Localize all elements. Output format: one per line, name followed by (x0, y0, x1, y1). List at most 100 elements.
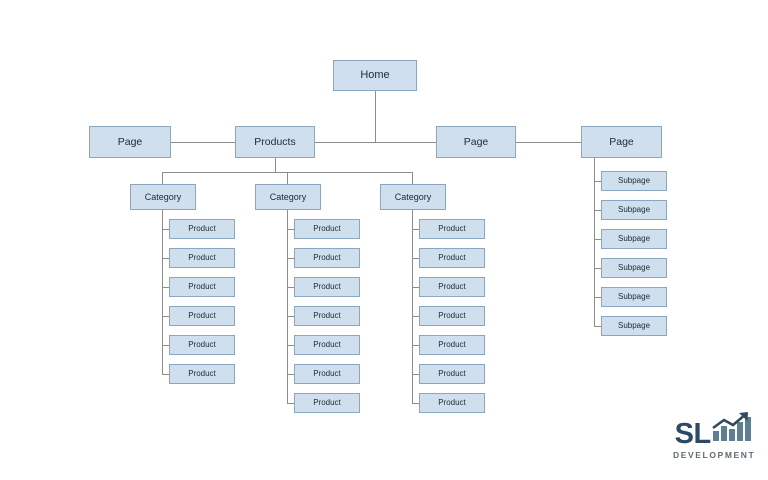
node-product[interactable]: Product (419, 306, 485, 326)
node-product[interactable]: Product (419, 248, 485, 268)
edge-category-drop-3 (412, 172, 413, 184)
node-subpage[interactable]: Subpage (601, 258, 667, 278)
node-product[interactable]: Product (294, 306, 360, 326)
edge-product-stub-1-5 (162, 345, 169, 346)
node-label: Product (438, 311, 466, 320)
edge-product-stub-1-6 (162, 374, 169, 375)
edge-product-stub-3-5 (412, 345, 419, 346)
logo-wordmark: DEVELOPMENT (673, 450, 756, 460)
node-label: Page (463, 135, 489, 148)
node-product[interactable]: Product (169, 277, 235, 297)
edge-level2-bus (170, 142, 586, 143)
edge-category-drop-1 (162, 172, 163, 184)
node-product[interactable]: Product (169, 306, 235, 326)
node-category-3[interactable]: Category (380, 184, 446, 210)
node-subpage[interactable]: Subpage (601, 316, 667, 336)
node-label: Page (117, 135, 143, 148)
edge-subpage-stub-6 (594, 326, 601, 327)
node-label: Subpage (617, 205, 651, 214)
node-label: Product (313, 369, 341, 378)
node-product[interactable]: Product (419, 364, 485, 384)
node-label: Product (313, 282, 341, 291)
node-product[interactable]: Product (169, 219, 235, 239)
node-label: Subpage (617, 234, 651, 243)
logo: SL DEVELOPMENT (673, 412, 756, 460)
node-label: Home (360, 69, 390, 81)
edge-product-stub-2-2 (287, 258, 294, 259)
node-label: Product (438, 398, 466, 407)
node-product[interactable]: Product (294, 364, 360, 384)
node-label: Category (394, 191, 432, 202)
node-product[interactable]: Product (169, 335, 235, 355)
edge-product-spine-1 (162, 210, 163, 374)
node-category-1[interactable]: Category (130, 184, 196, 210)
node-label: Product (438, 224, 466, 233)
edge-product-stub-2-1 (287, 229, 294, 230)
node-label: Product (438, 253, 466, 262)
edge-product-stub-3-3 (412, 287, 419, 288)
edge-subpage-stub-4 (594, 268, 601, 269)
node-product[interactable]: Product (419, 335, 485, 355)
node-product[interactable]: Product (294, 248, 360, 268)
node-label: Subpage (617, 292, 651, 301)
node-product[interactable]: Product (419, 277, 485, 297)
edge-product-stub-3-4 (412, 316, 419, 317)
edge-product-spine-2 (287, 210, 288, 403)
node-label: Product (438, 282, 466, 291)
edge-product-stub-2-3 (287, 287, 294, 288)
edge-product-stub-1-3 (162, 287, 169, 288)
edge-home-stem (375, 90, 376, 142)
node-label: Product (313, 311, 341, 320)
node-label: Product (188, 282, 216, 291)
edge-subpage-stub-1 (594, 181, 601, 182)
edge-product-stub-3-2 (412, 258, 419, 259)
node-label: Product (188, 340, 216, 349)
edge-product-stub-2-6 (287, 374, 294, 375)
node-label: Product (313, 224, 341, 233)
edge-product-stub-3-6 (412, 374, 419, 375)
node-label: Product (188, 224, 216, 233)
node-label: Product (188, 253, 216, 262)
node-product[interactable]: Product (294, 335, 360, 355)
edge-category-drop-2 (287, 172, 288, 184)
node-home[interactable]: Home (333, 60, 417, 91)
node-label: Product (188, 369, 216, 378)
node-label: Subpage (617, 263, 651, 272)
node-products[interactable]: Products (235, 126, 315, 158)
edge-products-stem (275, 158, 276, 172)
node-label: Product (313, 253, 341, 262)
node-label: Category (269, 191, 307, 202)
node-subpage[interactable]: Subpage (601, 229, 667, 249)
edge-product-stub-2-5 (287, 345, 294, 346)
edge-subpage-stub-3 (594, 239, 601, 240)
node-label: Subpage (617, 176, 651, 185)
node-subpage[interactable]: Subpage (601, 171, 667, 191)
node-label: Products (254, 135, 296, 148)
node-label: Product (313, 398, 341, 407)
edge-subpage-spine (594, 158, 595, 326)
node-product[interactable]: Product (419, 393, 485, 413)
edge-product-stub-2-7 (287, 403, 294, 404)
node-product[interactable]: Product (419, 219, 485, 239)
node-category-2[interactable]: Category (255, 184, 321, 210)
edge-subpage-stub-2 (594, 210, 601, 211)
node-subpage[interactable]: Subpage (601, 200, 667, 220)
node-label: Subpage (617, 321, 651, 330)
node-page-middle[interactable]: Page (436, 126, 516, 158)
node-subpage[interactable]: Subpage (601, 287, 667, 307)
node-label: Product (438, 340, 466, 349)
node-product[interactable]: Product (169, 364, 235, 384)
edge-subpage-stub-5 (594, 297, 601, 298)
node-label: Product (313, 340, 341, 349)
node-page-left[interactable]: Page (89, 126, 171, 158)
edge-product-stub-1-1 (162, 229, 169, 230)
node-product[interactable]: Product (294, 393, 360, 413)
node-product[interactable]: Product (294, 277, 360, 297)
node-page-right[interactable]: Page (581, 126, 662, 158)
node-product[interactable]: Product (294, 219, 360, 239)
node-label: Category (144, 191, 182, 202)
node-product[interactable]: Product (169, 248, 235, 268)
logo-initials: SL (674, 418, 712, 450)
node-label: Page (609, 135, 634, 148)
